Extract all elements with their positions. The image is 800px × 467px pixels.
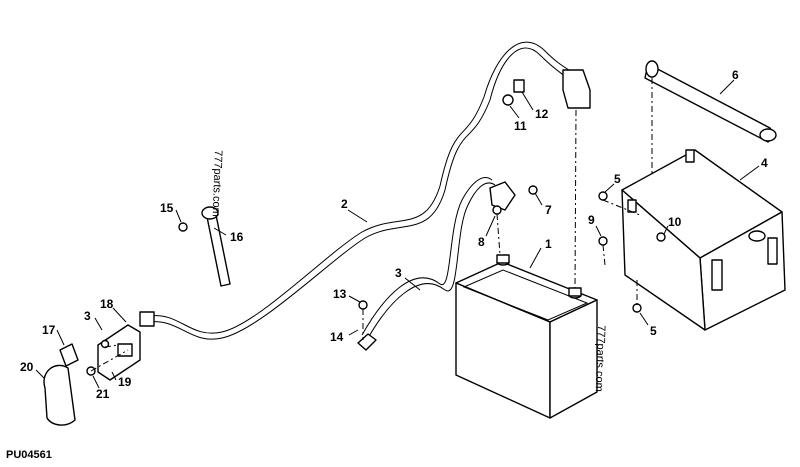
figure-code: PU04561 <box>6 449 52 461</box>
callout-3-negative-cable: 3 <box>395 266 402 280</box>
positive-cable <box>139 41 591 340</box>
negative-cable <box>357 177 516 351</box>
callout-18: 18 <box>100 297 114 311</box>
callout-7: 7 <box>545 203 552 217</box>
callout-9: 9 <box>588 213 595 227</box>
callout-10: 10 <box>668 215 682 229</box>
battery-box <box>621 149 786 331</box>
callout-16: 16 <box>230 230 244 244</box>
switch-group <box>43 324 141 426</box>
callout-13: 13 <box>333 287 347 301</box>
callout-2: 2 <box>341 197 348 211</box>
watermark-left: 777parts.com <box>210 150 224 217</box>
callout-20: 20 <box>20 360 34 374</box>
hold-down-strap <box>644 60 777 143</box>
callout-3-switch: 3 <box>84 309 91 323</box>
callout-12: 12 <box>535 107 549 121</box>
callout-6: 6 <box>732 68 739 82</box>
watermark-right: 777parts.com <box>593 325 607 392</box>
callout-19: 19 <box>118 375 132 389</box>
alignment-lines <box>90 78 653 372</box>
callout-1: 1 <box>545 237 552 251</box>
hardware <box>178 79 666 313</box>
callout-5-upper: 5 <box>614 172 621 186</box>
strap-tie <box>201 206 231 287</box>
callout-21: 21 <box>96 387 110 401</box>
callout-11: 11 <box>514 119 527 133</box>
battery <box>455 254 598 419</box>
callout-17: 17 <box>42 323 56 337</box>
callout-14: 14 <box>330 330 344 344</box>
callout-8: 8 <box>478 235 485 249</box>
leader-lines <box>35 79 760 389</box>
callout-15: 15 <box>160 201 174 215</box>
callout-4: 4 <box>761 156 768 170</box>
callout-5-lower: 5 <box>650 324 657 338</box>
